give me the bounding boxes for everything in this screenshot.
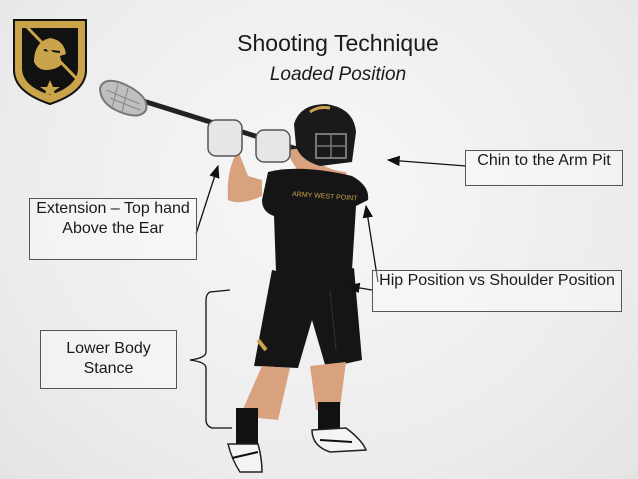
arrow-hip [346,282,373,294]
label-hip-position: Hip Position vs Shoulder Position [372,270,622,312]
arrow-chin [386,155,467,167]
slide-subtitle: Loaded Position [269,64,407,85]
shield-icon [13,19,87,106]
svg-text:ARMY WEST POINT: ARMY WEST POINT [292,191,359,203]
slide-title: Shooting Technique [237,30,439,56]
lower-body-brace [189,289,232,429]
arrow-extension [195,164,220,235]
shoe-icon [227,427,368,473]
arrow-hip-shoulder [362,204,379,283]
helmet-icon [294,104,356,166]
label-extension: Extension – Top hand Above the Ear [29,198,197,260]
label-lower-body-stance: Lower Body Stance [40,330,177,389]
label-chin-to-arm-pit: Chin to the Arm Pit [465,150,623,186]
